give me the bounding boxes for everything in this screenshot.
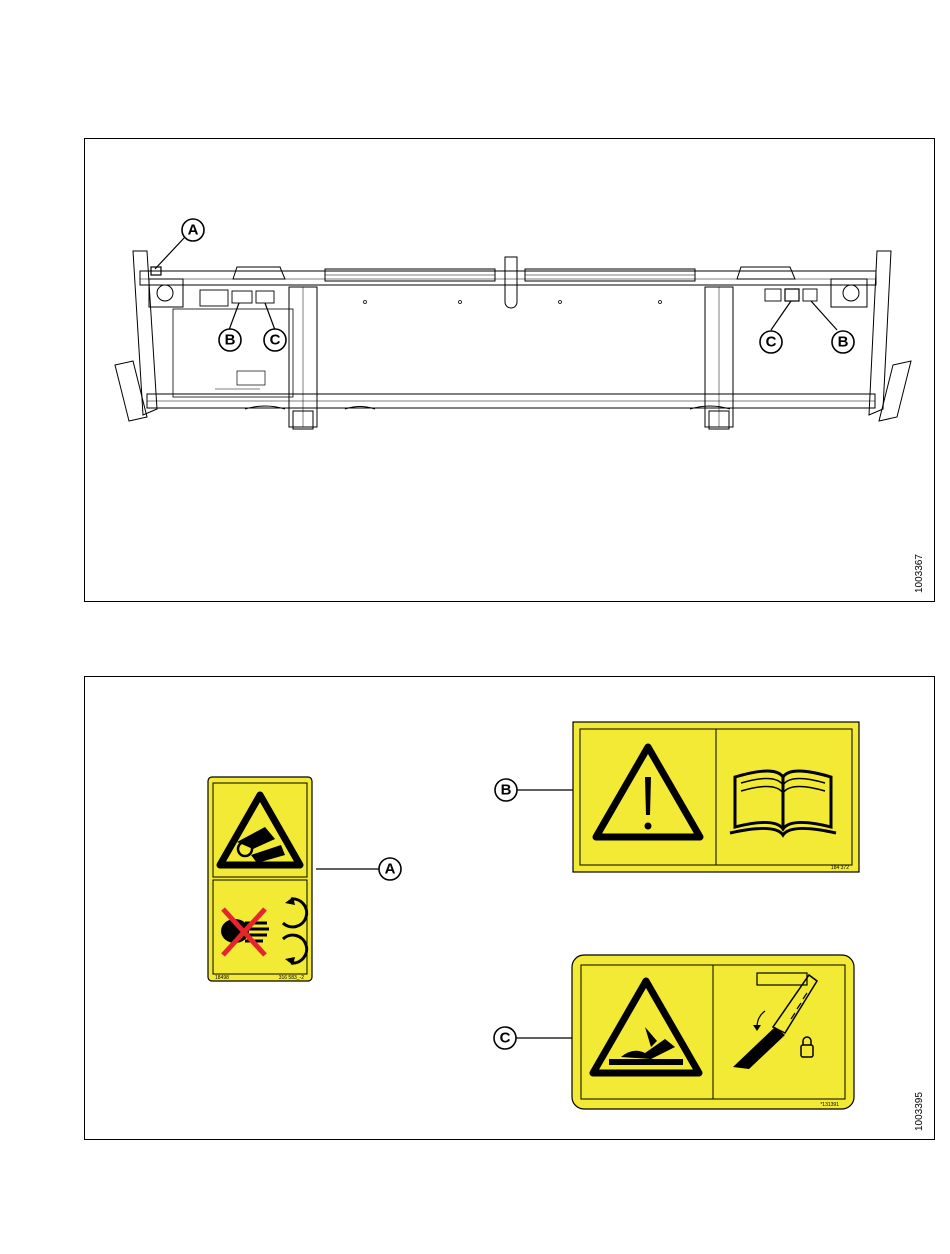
left-large-decal-spot [200,290,228,306]
svg-text:C: C [500,1030,511,1047]
center-hook [505,257,517,308]
svg-text:C: C [766,334,777,351]
svg-text:C: C [270,332,281,349]
svg-text:*131391: *131391 [820,1102,839,1108]
decal-B: 184 372 [573,722,859,872]
figure-id-2: 1003395 [914,1092,925,1131]
svg-text:B: B [225,332,236,349]
svg-text:18498: 18498 [215,975,229,981]
callout-C-left-fig1: C [264,329,286,351]
header-frame-drawing: A B C C B [85,139,936,603]
upper-beam [140,271,876,285]
callout-B-left-fig1: B [219,329,241,351]
svg-text:184 372: 184 372 [831,865,849,871]
callout-A-fig1: A [182,219,204,241]
right-decal-C-spot [785,289,799,301]
svg-text:A: A [385,861,396,878]
callout-B-right-fig1: B [832,331,854,353]
left-decal-C-spot [256,291,274,303]
left-end-post [133,251,157,415]
left-end-plate [149,279,183,307]
right-large-decal-spot [765,289,781,301]
callout-A-fig2: A [379,858,401,880]
right-end-plate [831,279,867,307]
left-side-panel [173,309,293,397]
svg-text:B: B [501,782,512,799]
svg-text:B: B [838,334,849,351]
decal-C: *131391 [572,955,854,1109]
figure-id-1: 1003367 [914,554,925,593]
right-end-post [869,251,891,415]
callout-C-fig2: C [494,1027,516,1049]
figure-decal-details: 18498 316 583_-2 A 184 372 [84,676,935,1140]
decal-details-drawing: 18498 316 583_-2 A 184 372 [85,677,936,1141]
callout-B-fig2: B [495,779,517,801]
svg-text:A: A [188,222,199,239]
left-decal-B-spot [232,291,252,303]
figure-header-decal-locations: A B C C B 1003367 [84,138,935,602]
callout-C-right-fig1: C [760,331,782,353]
right-decal-B-spot [803,289,817,301]
svg-text:316 583_-2: 316 583_-2 [279,975,305,981]
decal-A: 18498 316 583_-2 [208,777,312,981]
